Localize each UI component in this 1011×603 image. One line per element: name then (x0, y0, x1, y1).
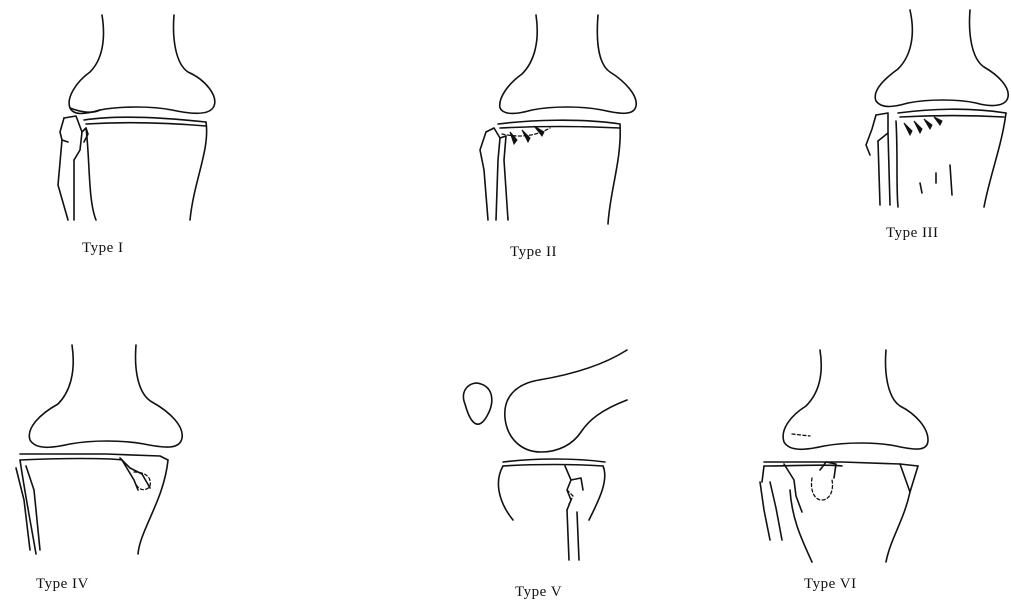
knee-diagram-type-3: Type III (858, 5, 1011, 245)
knee-diagram-type-6: Type VI (750, 340, 960, 600)
knee-diagram-type-2: Type II (470, 10, 670, 240)
knee-illustration-type-2 (470, 10, 670, 240)
panel-caption: Type II (510, 244, 557, 261)
knee-diagram-type-1: Type I (40, 10, 240, 240)
panel-caption: Type V (515, 584, 562, 601)
knee-illustration-type-5 (455, 340, 655, 600)
panel-caption: Type I (82, 240, 124, 257)
panel-caption: Type III (886, 225, 939, 242)
knee-illustration-type-6 (750, 340, 960, 600)
knee-diagram-type-4: Type IV (10, 340, 210, 600)
knee-diagram-type-5: Type V (455, 340, 655, 600)
knee-illustration-type-1 (40, 10, 240, 240)
panel-caption: Type IV (36, 576, 89, 593)
knee-illustration-type-4 (10, 340, 210, 600)
knee-illustration-type-3 (858, 5, 1011, 245)
panel-caption: Type VI (804, 576, 857, 593)
